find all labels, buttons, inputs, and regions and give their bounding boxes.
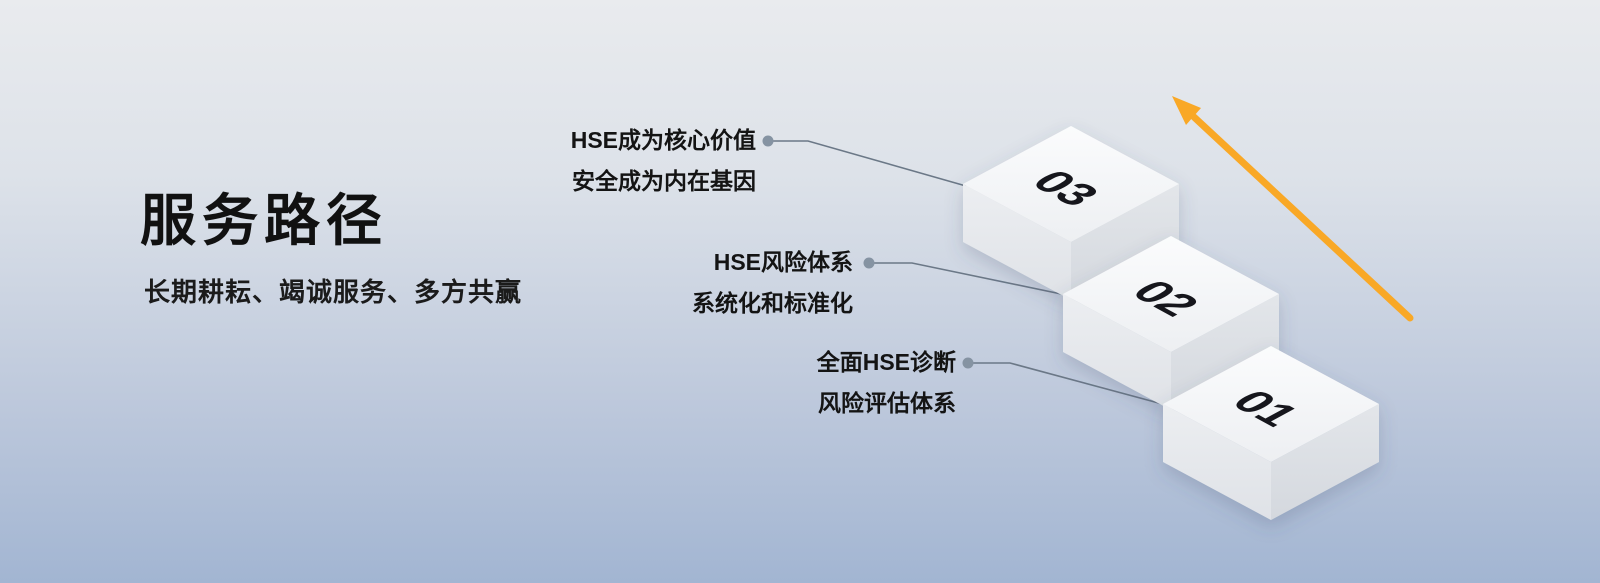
callout-line-step-01 [968,362,1167,406]
step-01-right-face [1271,404,1379,520]
callout-step-01-line-1: 全面HSE诊断 [816,349,956,375]
callout-step-03-line-2: 安全成为内在基因 [572,168,756,194]
callout-line-step-02 [869,262,1067,296]
step-02-right-face [1171,294,1279,410]
callout-label-step-03: HSE成为核心价值 安全成为内在基因 [571,120,756,202]
callout-step-02-line-1: HSE风险体系 [713,249,853,275]
step-02: 02 [1063,236,1279,410]
step-02-top-face [1063,236,1279,352]
callout-step-01-line-2: 风险评估体系 [818,390,956,416]
callout-line-step-03 [768,140,967,187]
step-03: 03 [963,126,1179,300]
callout-dot-step-02 [863,257,875,269]
callout-label-step-02: HSE风险体系 系统化和标准化 [692,242,853,324]
callout-label-step-01: 全面HSE诊断 风险评估体系 [817,342,956,424]
callout-connectors [762,135,1167,406]
upward-trend-arrow-icon [1172,96,1414,322]
step-01-left-face [1163,404,1271,520]
step-03-left-face [963,184,1071,300]
arrow-shaft [1190,113,1414,322]
step-03-right-face [1071,184,1179,300]
callout-step-02-line-2: 系统化和标准化 [692,290,853,316]
page-subtitle: 长期耕耘、竭诚服务、多方共赢 [144,277,523,307]
step-03-top-face [963,126,1179,242]
arrow-head [1172,96,1201,125]
callout-dot-step-01 [962,357,974,369]
callout-step-03-line-1: HSE成为核心价值 [570,127,756,153]
callout-dot-step-03 [762,135,774,147]
step-01-top-face [1163,346,1379,462]
step-02-left-face [1063,294,1171,410]
step-01: 01 [1163,346,1379,520]
page-title: 服务路径 [140,189,388,252]
